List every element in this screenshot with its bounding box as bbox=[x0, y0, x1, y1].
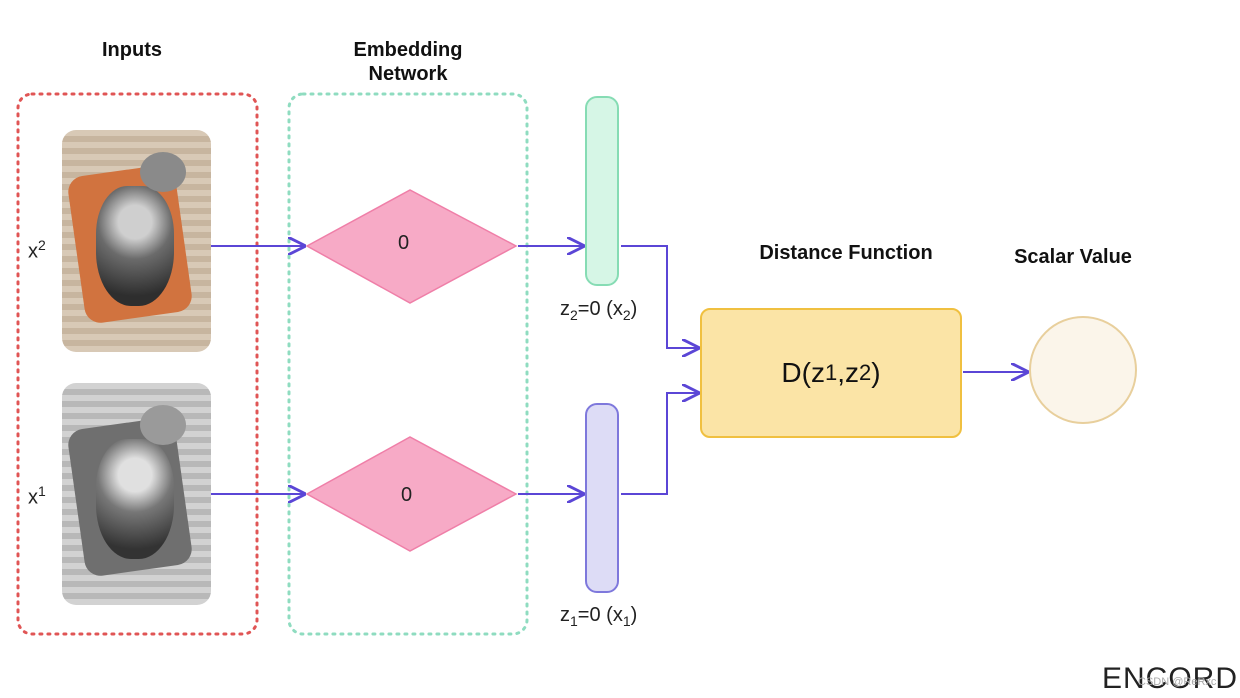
z2-close: ) bbox=[630, 298, 638, 320]
distance-suffix: ) bbox=[871, 357, 881, 388]
cat-body-shape bbox=[96, 186, 174, 306]
z1-sub: 1 bbox=[570, 613, 578, 629]
z1-close: ) bbox=[630, 604, 638, 626]
input-label-x2-base: x bbox=[28, 240, 38, 263]
embedding-bar-top bbox=[585, 96, 619, 286]
input-label-x2-sup: 2 bbox=[38, 237, 46, 253]
heading-inputs: Inputs bbox=[102, 39, 162, 61]
embedding-bar-bottom bbox=[585, 403, 619, 593]
distance-sub2: 2 bbox=[859, 360, 872, 385]
heading-distance-function: Distance Function bbox=[759, 242, 933, 264]
z2-sub: 2 bbox=[570, 307, 578, 323]
x1-sub: 1 bbox=[622, 613, 631, 629]
input-image-grayscale-cat bbox=[62, 383, 211, 605]
inputs-group-border bbox=[16, 92, 259, 636]
network-diamond-bottom bbox=[305, 436, 518, 552]
input-label-x1: x1 bbox=[28, 483, 46, 510]
heading-embedding-line1: Embedding bbox=[353, 39, 463, 61]
input-label-x2: x2 bbox=[28, 237, 46, 264]
network-top-value: 0 bbox=[398, 232, 410, 254]
heading-embedding-line2: Network bbox=[368, 63, 448, 85]
embedding-label-z2: z2=0 (x2) bbox=[560, 298, 637, 323]
network-bottom-value: 0 bbox=[401, 484, 413, 506]
distance-mid: ,z bbox=[837, 357, 859, 388]
z1-base: z bbox=[560, 604, 570, 626]
encord-logo: ENCORD bbox=[1102, 662, 1239, 695]
distance-prefix: D(z bbox=[781, 357, 825, 388]
distance-sub1: 1 bbox=[824, 360, 838, 385]
csdn-watermark: CSDN @ReRxc bbox=[1138, 676, 1217, 688]
network-diamond-top bbox=[305, 189, 518, 304]
z2-base: z bbox=[560, 298, 570, 320]
embedding-label-z1: z1=0 (x1) bbox=[560, 604, 637, 629]
arrow-embedding-top bbox=[621, 245, 698, 348]
z2-mid: =0 (x bbox=[577, 298, 623, 320]
cat-body-shape bbox=[96, 439, 174, 559]
network-group-border bbox=[287, 92, 529, 636]
cat-head-shape bbox=[140, 405, 186, 445]
z1-mid: =0 (x bbox=[577, 604, 623, 626]
x2-sub: 2 bbox=[622, 307, 631, 323]
input-label-x1-sup: 1 bbox=[38, 483, 46, 499]
arrow-embedding-bottom bbox=[621, 393, 698, 495]
scalar-value-circle bbox=[1029, 316, 1137, 424]
heading-embedding-network: Embedding Network bbox=[318, 38, 498, 86]
input-image-color-cat bbox=[62, 130, 211, 352]
input-label-x1-base: x bbox=[28, 486, 38, 509]
heading-scalar-value: Scalar Value bbox=[1014, 246, 1132, 268]
cat-head-shape bbox=[140, 152, 186, 192]
